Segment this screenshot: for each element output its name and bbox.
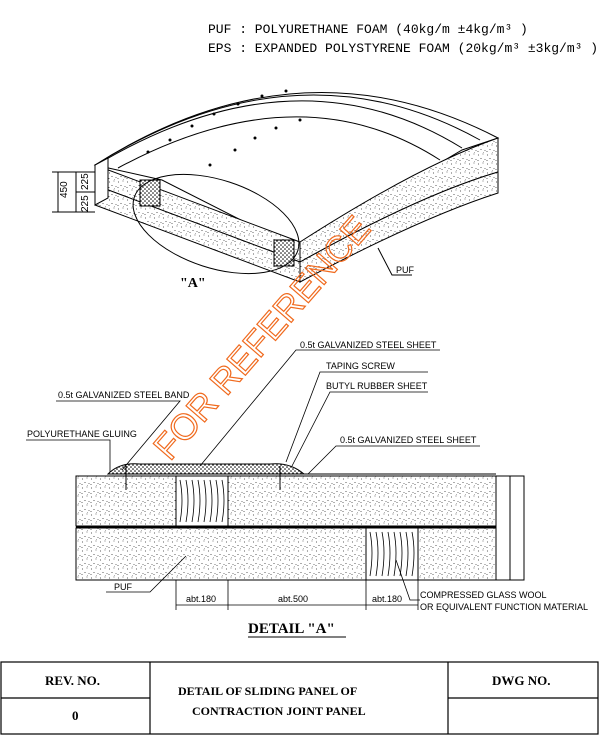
dim-500: abt.500 — [278, 594, 308, 604]
dim-upper: 225 — [80, 173, 91, 190]
rev-label: REV. NO. — [45, 673, 100, 688]
iso-dimensions — [52, 171, 95, 213]
detail-a-section — [75, 463, 525, 581]
rev-value: 0 — [72, 708, 79, 723]
title-line-2: CONTRACTION JOINT PANEL — [192, 704, 366, 718]
label-glass-wool-1: COMPRESSED GLASS WOOL — [420, 590, 547, 600]
legend-eps: EPS : EXPANDED POLYSTYRENE FOAM (20kg/m³… — [208, 41, 598, 56]
label-puf: PUF — [114, 582, 133, 592]
taping-screws — [125, 466, 281, 490]
dwg-label: DWG NO. — [492, 673, 551, 688]
dim-180-right: abt.180 — [372, 594, 402, 604]
dim-180-left: abt.180 — [186, 594, 216, 604]
screw-dots — [146, 89, 302, 167]
isometric-panel — [93, 92, 500, 283]
detail-title: DETAIL "A" — [248, 621, 335, 637]
label-taping-screw: TAPING SCREW — [326, 361, 395, 371]
puf-leader — [377, 247, 412, 276]
detail-dimensions — [175, 580, 419, 610]
label-galv-sheet-top: 0.5t GALVANIZED STEEL SHEET — [300, 340, 437, 350]
label-galv-band: 0.5t GALVANIZED STEEL BAND — [58, 390, 190, 400]
iso-puf-label: PUF — [396, 265, 415, 275]
title-block — [0, 661, 599, 735]
label-butyl: BUTYL RUBBER SHEET — [326, 381, 428, 391]
label-pu-gluing: POLYURETHANE GLUING — [27, 429, 137, 439]
detail-leaders — [26, 349, 480, 601]
title-line-1: DETAIL OF SLIDING PANEL OF — [178, 684, 357, 698]
legend-puf: PUF : POLYURETHANE FOAM (40kg/m ±4kg/m³ … — [208, 22, 528, 37]
label-galv-sheet-right: 0.5t GALVANIZED STEEL SHEET — [340, 435, 477, 445]
dim-total: 450 — [59, 181, 70, 198]
dim-lower: 225 — [80, 195, 91, 212]
glass-wool-coils — [179, 479, 415, 577]
label-glass-wool-2: OR EQUIVALENT FUNCTION MATERIAL — [420, 602, 588, 612]
callout-a: "A" — [180, 276, 206, 291]
